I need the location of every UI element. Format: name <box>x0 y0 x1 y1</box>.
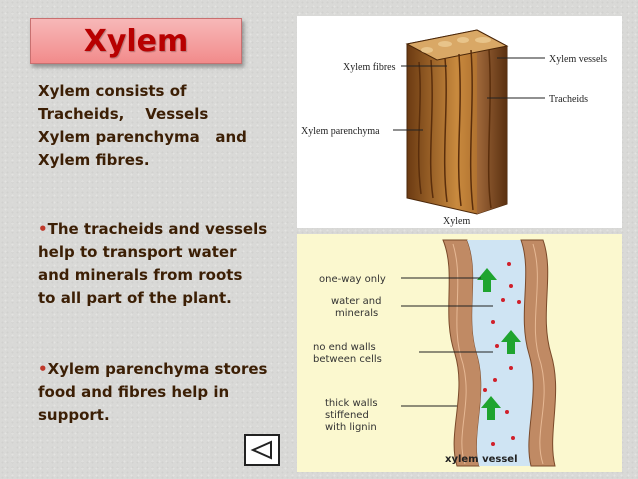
xylem-tissue-diagram: Xylem fibres Xylem vessels Tracheids Xyl… <box>297 16 622 228</box>
intro-line-4: Xylem fibres. <box>38 151 150 169</box>
label-between-cells: between cells <box>313 354 382 365</box>
bullet2-line-2: food and fibres help in <box>38 383 230 401</box>
bullet2-line-3: support. <box>38 406 110 424</box>
label-xylem-vessels: Xylem vessels <box>549 54 607 65</box>
bullet-storage: •Xylem parenchyma stores food and fibres… <box>38 358 278 427</box>
previous-slide-button[interactable] <box>244 434 280 466</box>
label-tracheids: Tracheids <box>549 94 588 105</box>
bullet1-line-2: help to transport water <box>38 243 237 261</box>
label-stiffened: stiffened <box>325 410 369 421</box>
bullet1-line-3: and minerals from roots <box>38 266 243 284</box>
label-one-way-only: one-way only <box>319 274 386 285</box>
diagram-caption-xylem-vessel: xylem vessel <box>445 454 518 465</box>
bullet-marker: • <box>38 360 48 378</box>
bullet-marker: • <box>38 220 48 238</box>
label-thick-walls: thick walls <box>325 398 378 409</box>
intro-line-3: Xylem parenchyma and <box>38 128 247 146</box>
intro-line-2: Tracheids, Vessels <box>38 105 209 123</box>
xylem-vessel-illustration: one-way only water and minerals no end w… <box>313 239 557 467</box>
label-with-lignin: with lignin <box>325 422 377 433</box>
label-xylem-fibres: Xylem fibres <box>343 62 396 73</box>
diagram-caption-xylem: Xylem <box>443 216 470 227</box>
bullet1-line-1: The tracheids and vessels <box>47 220 268 238</box>
xylem-vessel-diagram: one-way only water and minerals no end w… <box>297 234 622 472</box>
bullet2-line-1: Xylem parenchyma stores <box>47 360 268 378</box>
xylem-tissue-illustration: Xylem fibres Xylem vessels Tracheids Xyl… <box>301 29 607 227</box>
intro-paragraph: Xylem consists of Tracheids, Vessels Xyl… <box>38 80 278 172</box>
slide-title: Xylem <box>83 23 189 59</box>
intro-line-1: Xylem consists of <box>38 82 187 100</box>
bullet-transport: •The tracheids and vessels help to trans… <box>38 218 278 310</box>
title-box: Xylem <box>30 18 242 64</box>
label-xylem-parenchyma: Xylem parenchyma <box>301 126 380 137</box>
bullet1-line-4: to all part of the plant. <box>38 289 232 307</box>
triangle-left-icon <box>250 440 272 460</box>
label-minerals: minerals <box>335 308 378 319</box>
label-no-end-walls: no end walls <box>313 342 376 353</box>
up-arrow-icon <box>477 268 521 420</box>
label-water-and: water and <box>331 296 381 307</box>
